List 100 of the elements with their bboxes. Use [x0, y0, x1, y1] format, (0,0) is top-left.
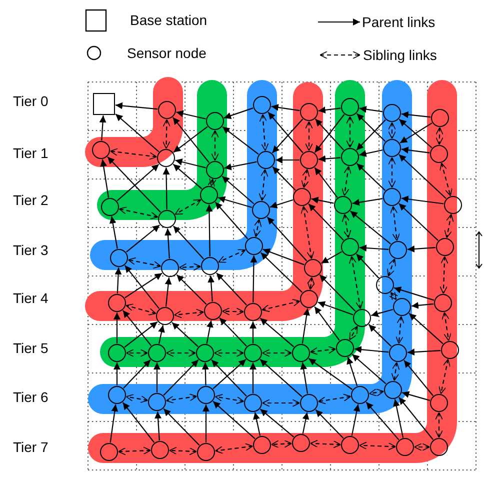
- parent-link-arrow: [302, 412, 310, 434]
- parent-link-arrow: [311, 196, 334, 204]
- parent-link-arrow: [318, 301, 354, 316]
- sensor-node: [197, 443, 215, 461]
- parent-link-arrow: [219, 318, 247, 346]
- sibling-link-arrow: [307, 277, 315, 290]
- parent-link-arrow: [116, 164, 160, 202]
- parent-link-arrow: [224, 161, 257, 170]
- sibling-link-arrow: [211, 130, 219, 161]
- sensor-node: [336, 339, 354, 357]
- parent-link-arrow: [407, 348, 441, 356]
- parent-link-arrow: [371, 308, 393, 317]
- parent-link-arrow: [318, 106, 341, 114]
- sibling-link-arrow: [128, 257, 162, 269]
- sensor-node: [300, 151, 318, 169]
- parent-link-arrow: [222, 176, 254, 204]
- parent-link-arrow: [400, 122, 432, 144]
- sensor-node: [257, 151, 275, 169]
- sensor-node: [206, 112, 224, 130]
- parent-link-arrow: [276, 156, 300, 164]
- parent-link-arrow: [302, 308, 310, 344]
- parent-link-arrow: [320, 251, 342, 264]
- sensor-node: [245, 237, 263, 255]
- parent-link-arrow: [314, 167, 338, 198]
- parent-link-arrow: [163, 359, 199, 396]
- sibling-link-arrow: [262, 349, 292, 357]
- parent-link-arrow: [224, 108, 254, 119]
- sensor-node: [148, 344, 166, 362]
- parent-link-arrow: [206, 320, 214, 344]
- parent-link-arrow: [253, 412, 261, 436]
- sibling-link-arrow: [438, 358, 450, 394]
- parent-link-arrow: [212, 358, 246, 390]
- parent-link-arrow: [354, 346, 389, 354]
- sibling-link-arrow: [118, 206, 158, 220]
- sensor-node: [436, 238, 454, 256]
- parent-link-arrow: [300, 362, 308, 394]
- tier-label: Tier 3: [13, 242, 48, 258]
- sensor-node: [110, 249, 128, 267]
- sensor-node: [148, 393, 166, 411]
- sensor-node: [157, 149, 175, 167]
- parent-link-arrow: [308, 358, 353, 390]
- sibling-link-arrow: [126, 304, 156, 316]
- sensor-node: [383, 188, 401, 206]
- sibling-link-arrow: [436, 127, 444, 145]
- sensor-node: [100, 443, 118, 461]
- sibling-link-arrow: [342, 214, 352, 238]
- parent-link-arrow: [356, 163, 386, 191]
- sibling-link-arrow: [440, 162, 452, 196]
- parent-link-arrow: [398, 154, 446, 199]
- sensor-node: [384, 381, 402, 399]
- sensor-node: [293, 188, 311, 206]
- parent-link-arrow: [392, 399, 404, 438]
- tier-label: Tier 2: [13, 192, 48, 208]
- sibling-link-arrow: [414, 443, 430, 451]
- sibling-link-arrow: [174, 308, 204, 318]
- sibling-link-arrow: [305, 121, 313, 151]
- sibling-link-arrow: [126, 349, 148, 357]
- parent-link-arrow: [163, 408, 200, 446]
- sibling-link-arrow: [396, 316, 404, 344]
- sibling-link-arrow: [259, 114, 269, 151]
- parent-link-arrow: [172, 117, 210, 163]
- sibling-link-arrow: [174, 199, 202, 215]
- parent-link-arrow: [351, 404, 360, 436]
- parent-link-arrow: [172, 164, 202, 190]
- parent-link-arrow: [359, 244, 389, 252]
- sibling-link-arrow: [301, 168, 310, 188]
- sensor-node: [244, 344, 262, 362]
- legend-text: Sibling links: [363, 47, 437, 63]
- parent-link-arrow: [162, 168, 170, 210]
- sensor-node: [197, 386, 215, 404]
- sibling-link-arrow: [218, 249, 246, 263]
- sibling-link-arrow: [368, 388, 384, 396]
- parent-link-arrow: [272, 166, 296, 191]
- parent-link-arrow: [176, 110, 206, 120]
- parent-link-arrow: [214, 202, 248, 240]
- parent-link-arrow: [260, 408, 294, 438]
- parent-link-arrow: [172, 322, 198, 347]
- sensor-node: [396, 438, 414, 456]
- base-station-box: [93, 93, 115, 115]
- parent-link-arrow: [402, 391, 430, 401]
- sensor-node: [430, 438, 448, 456]
- sensor-node: [201, 257, 219, 275]
- parent-link-arrow: [114, 267, 122, 294]
- sensor-node: [334, 196, 352, 214]
- parent-link-arrow: [175, 158, 206, 168]
- sibling-link-arrow: [222, 308, 244, 316]
- parent-link-arrow: [154, 362, 160, 392]
- parent-link-arrow: [109, 216, 118, 249]
- sensor-node: [244, 394, 262, 412]
- sibling-link-arrow: [342, 166, 352, 196]
- parent-link-arrow: [176, 274, 207, 305]
- parent-link-arrow: [356, 113, 386, 142]
- sibling-link-arrow: [442, 312, 452, 342]
- sensor-node: [300, 103, 318, 121]
- parent-link-arrow: [266, 216, 308, 262]
- sibling-link-arrow: [110, 148, 157, 160]
- parent-link-arrow: [356, 120, 386, 150]
- parent-link-arrow: [218, 196, 252, 208]
- parent-link-arrow: [202, 362, 209, 386]
- sibling-link-arrow: [207, 178, 217, 188]
